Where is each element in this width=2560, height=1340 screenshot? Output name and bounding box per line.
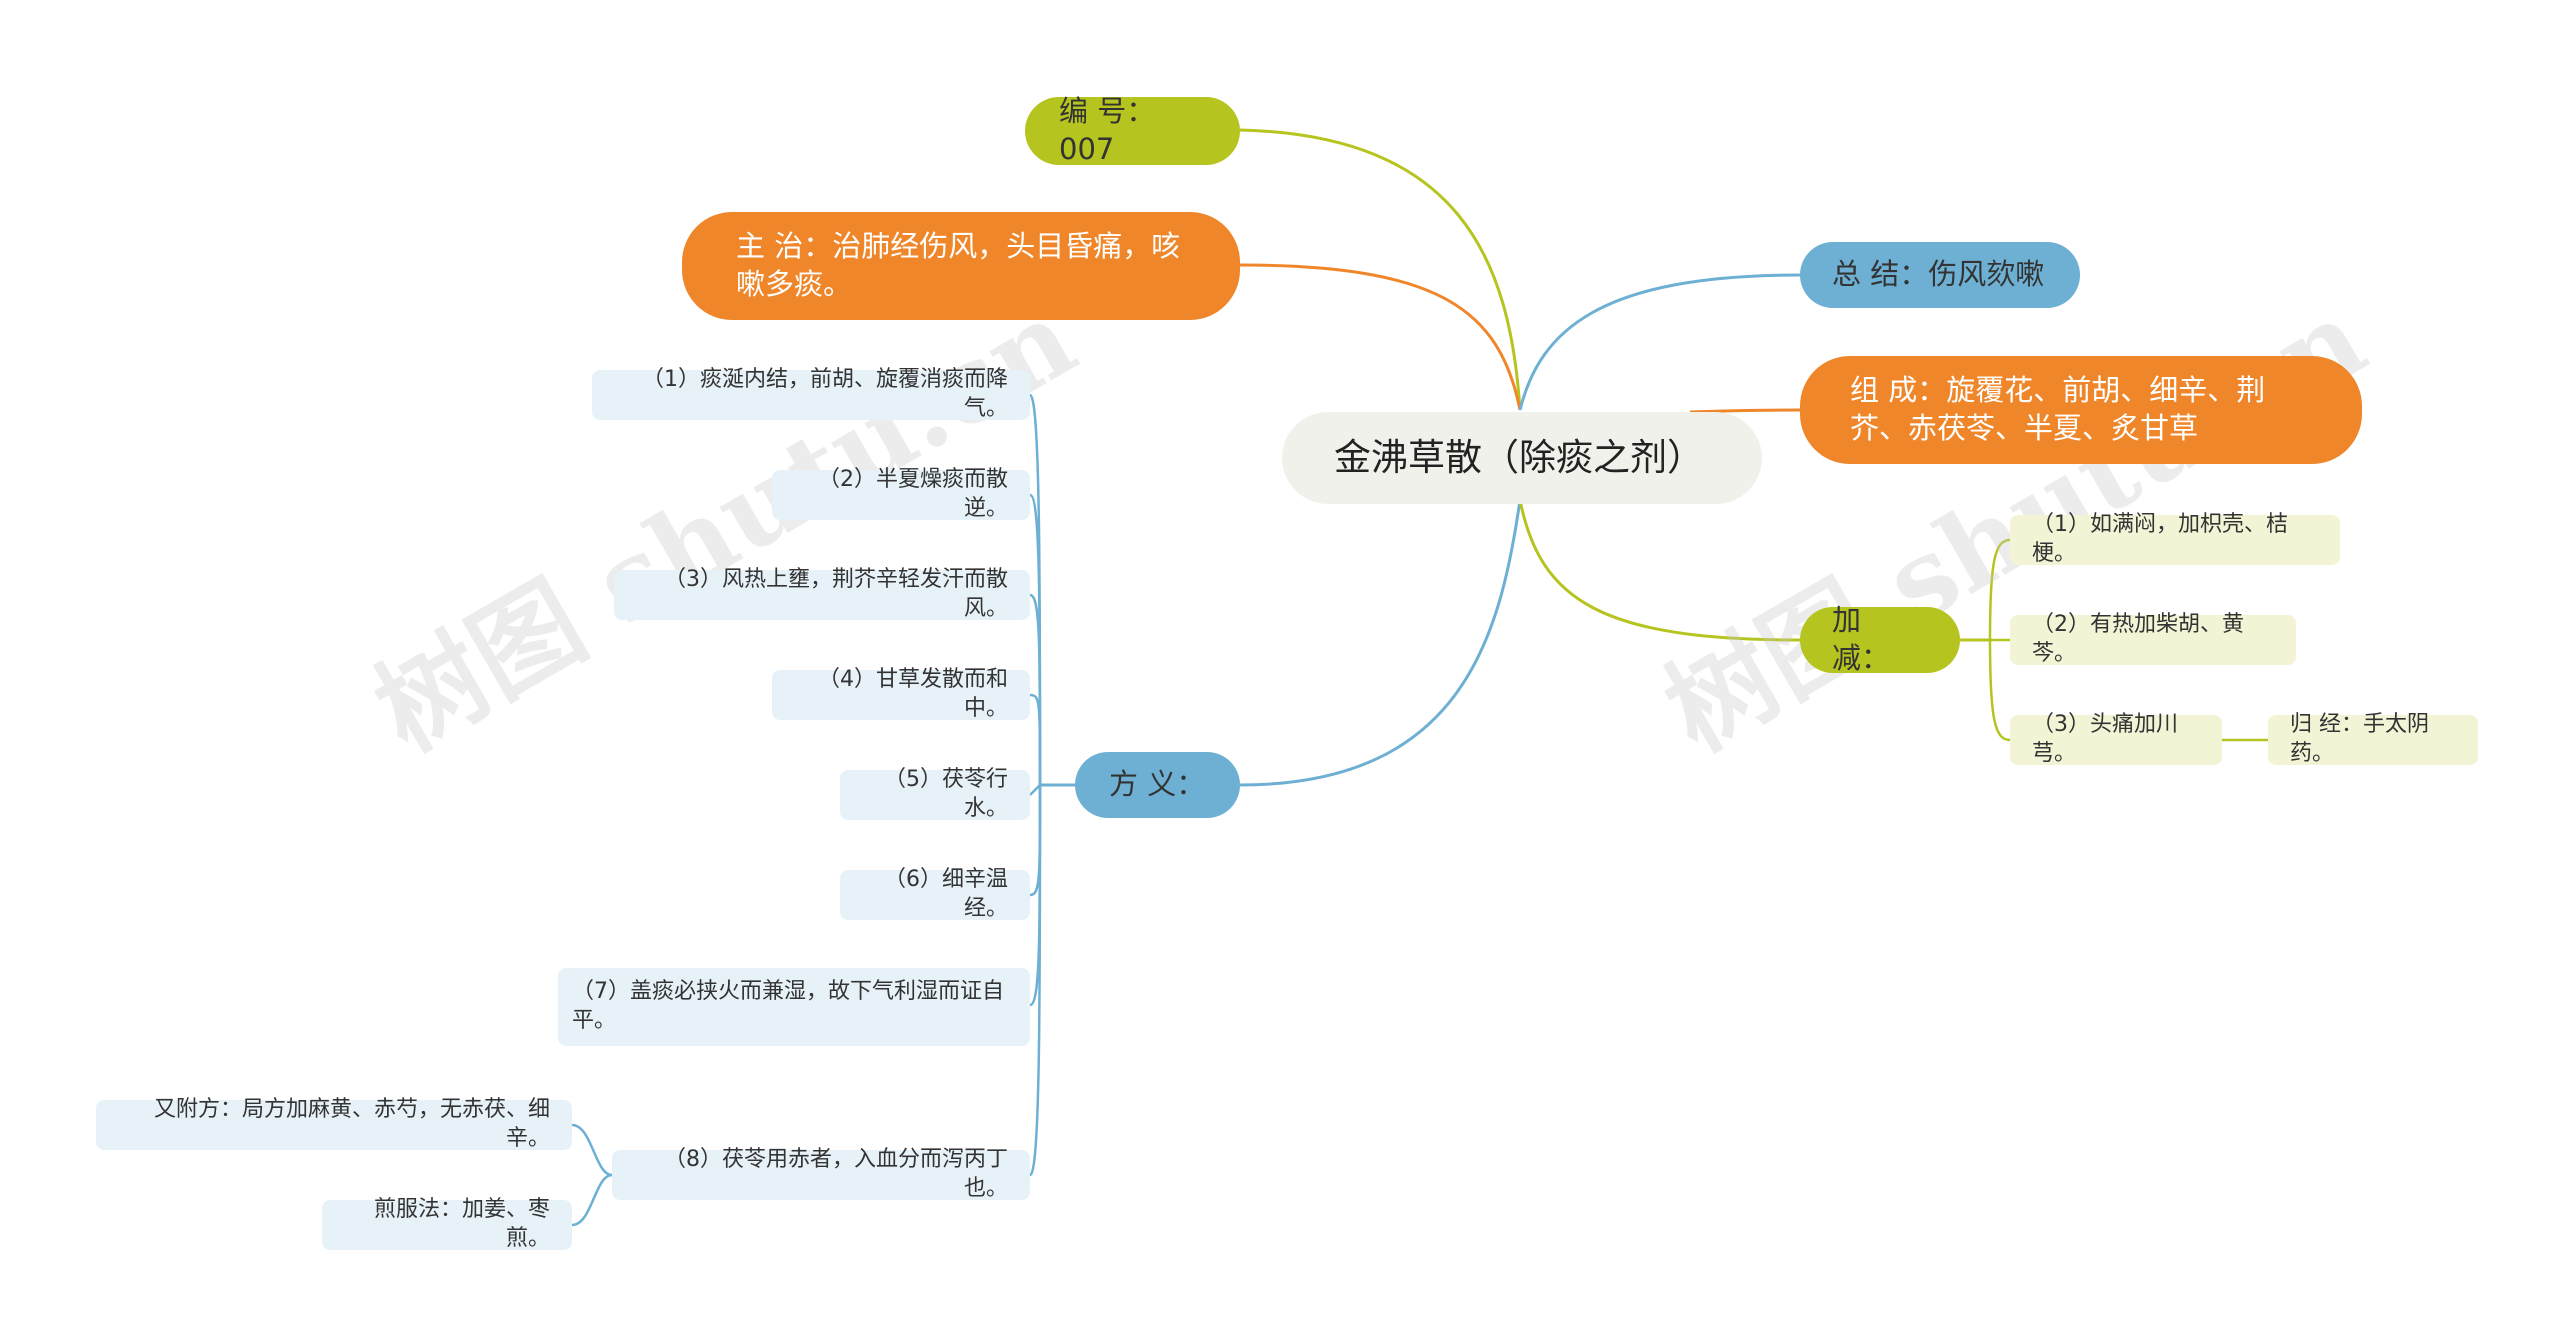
meridian-node[interactable]: 归 经：手太阴药。 bbox=[2268, 712, 2478, 766]
sub-item-decoction[interactable]: 煎服法：加姜、枣煎。 bbox=[322, 1197, 572, 1251]
root-node[interactable]: 金沸草散（除痰之剂） bbox=[1282, 412, 1762, 504]
link-mod-1 bbox=[1988, 538, 2011, 641]
branch-indication[interactable]: 主 治：治肺经伤风，头目昏痛，咳嗽多痰。 bbox=[682, 212, 1240, 320]
explanation-item-text: （1）痰涎内结，前胡、旋覆消痰而降气。 bbox=[642, 367, 1008, 421]
link-exp-8 bbox=[1028, 784, 1042, 1177]
sub-item-text: 又附方：局方加麻黄、赤芍，无赤茯、细辛。 bbox=[153, 1097, 550, 1151]
explanation-item-3[interactable]: （3）风热上壅，荆芥辛轻发汗而散风。 bbox=[614, 567, 1030, 621]
modification-item-text: （2）有热加柴胡、黄芩。 bbox=[2032, 612, 2244, 666]
branch-summary[interactable]: 总 结：伤风欬嗽 bbox=[1800, 242, 2080, 308]
sub-item-alt-formula[interactable]: 又附方：局方加麻黄、赤芍，无赤茯、细辛。 bbox=[96, 1097, 572, 1151]
link-exp-3 bbox=[1029, 593, 1042, 786]
link-exp-5 bbox=[1029, 784, 1041, 796]
branch-indication-label: 主 治：治肺经伤风，头目昏痛，咳嗽多痰。 bbox=[736, 229, 1181, 301]
meridian-text: 归 经：手太阴药。 bbox=[2290, 712, 2429, 766]
explanation-item-1[interactable]: （1）痰涎内结，前胡、旋覆消痰而降气。 bbox=[592, 367, 1030, 421]
explanation-item-8[interactable]: （8）茯苓用赤者，入血分而泻丙丁也。 bbox=[612, 1147, 1030, 1201]
explanation-item-text: （4）甘草发散而和中。 bbox=[818, 667, 1008, 721]
explanation-item-7[interactable]: （7）盖痰必挟火而兼湿，故下气利湿而证自平。 bbox=[558, 968, 1030, 1046]
link-mod-3 bbox=[1988, 639, 2011, 742]
branch-modification[interactable]: 加 减： bbox=[1800, 603, 1960, 675]
link-exp-4 bbox=[1029, 693, 1042, 786]
link-summary bbox=[1518, 273, 1801, 411]
link-number bbox=[1239, 128, 1522, 411]
link-indication bbox=[1239, 263, 1522, 411]
explanation-item-4[interactable]: （4）甘草发散而和中。 bbox=[772, 667, 1030, 721]
modification-item-text: （1）如满闷，加枳壳、桔梗。 bbox=[2032, 512, 2288, 566]
link-explanation bbox=[1239, 499, 1522, 787]
root-label: 金沸草散（除痰之剂） bbox=[1334, 435, 1704, 479]
modification-item-text: （3）头痛加川芎。 bbox=[2032, 712, 2178, 766]
link-sub-1 bbox=[571, 1123, 613, 1177]
explanation-item-6[interactable]: （6）细辛温经。 bbox=[840, 867, 1030, 921]
explanation-item-2[interactable]: （2）半夏燥痰而散逆。 bbox=[772, 467, 1030, 521]
explanation-item-text: （8）茯苓用赤者，入血分而泻丙丁也。 bbox=[664, 1147, 1008, 1201]
branch-number[interactable]: 编 号：007 bbox=[1025, 94, 1240, 166]
branch-summary-label: 总 结：伤风欬嗽 bbox=[1832, 257, 2045, 292]
explanation-item-5[interactable]: （5）茯苓行水。 bbox=[840, 767, 1030, 821]
explanation-item-text: （2）半夏燥痰而散逆。 bbox=[818, 467, 1008, 521]
branch-explanation[interactable]: 方 义： bbox=[1075, 752, 1240, 818]
branch-composition-label: 组 成：旋覆花、前胡、细辛、荆芥、赤茯苓、半夏、炙甘草 bbox=[1850, 373, 2266, 445]
link-modification bbox=[1518, 499, 1801, 642]
modification-item-3[interactable]: （3）头痛加川芎。 bbox=[2010, 712, 2222, 766]
link-sub-2 bbox=[571, 1173, 613, 1227]
modification-item-1[interactable]: （1）如满闷，加枳壳、桔梗。 bbox=[2010, 512, 2340, 566]
modification-item-2[interactable]: （2）有热加柴胡、黄芩。 bbox=[2010, 612, 2296, 666]
explanation-item-text: （3）风热上壅，荆芥辛轻发汗而散风。 bbox=[664, 567, 1008, 621]
branch-composition[interactable]: 组 成：旋覆花、前胡、细辛、荆芥、赤茯苓、半夏、炙甘草 bbox=[1800, 356, 2362, 464]
branch-number-label: 编 号：007 bbox=[1059, 94, 1156, 166]
explanation-item-text: （7）盖痰必挟火而兼湿，故下气利湿而证自平。 bbox=[572, 979, 1004, 1033]
link-exp-6 bbox=[1029, 784, 1042, 897]
link-composition bbox=[1689, 408, 1801, 414]
sub-item-text: 煎服法：加姜、枣煎。 bbox=[373, 1197, 550, 1251]
branch-explanation-label: 方 义： bbox=[1109, 767, 1206, 802]
explanation-item-text: （5）茯苓行水。 bbox=[884, 767, 1008, 821]
branch-modification-label: 加 减： bbox=[1832, 603, 1891, 675]
explanation-item-text: （6）细辛温经。 bbox=[884, 867, 1008, 921]
